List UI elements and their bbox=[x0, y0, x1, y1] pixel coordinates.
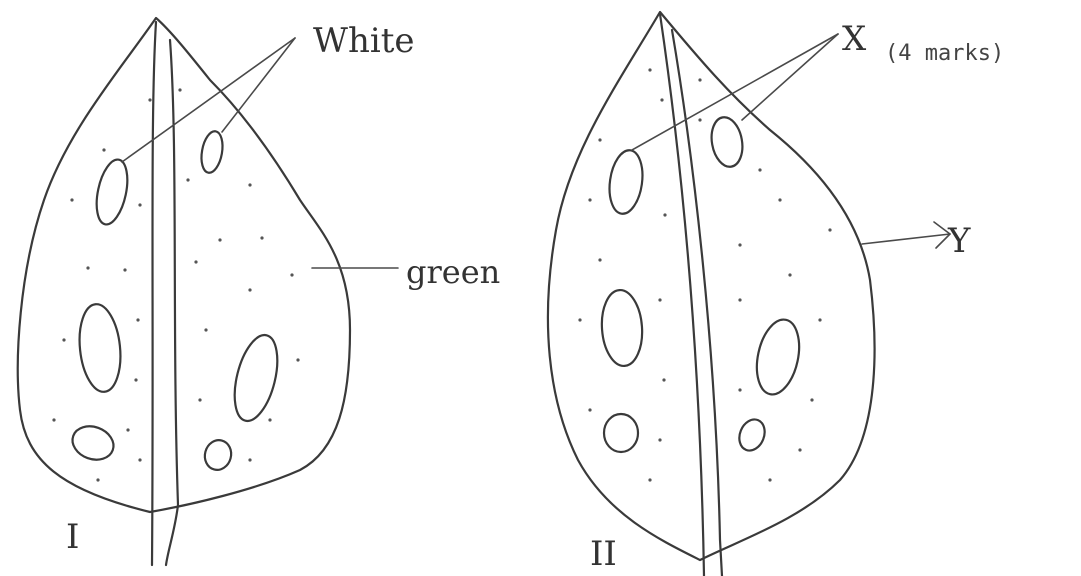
leaf-two-outline bbox=[548, 12, 875, 560]
leaf-two-white-patch bbox=[735, 416, 769, 455]
leaf-two-y-label: Y bbox=[947, 221, 971, 261]
leaf-one-white-patch bbox=[227, 331, 285, 426]
marks-label: (4 marks) bbox=[885, 41, 1004, 66]
leaf-two-midrib-right bbox=[672, 30, 722, 576]
leaf-two-white-patch bbox=[599, 289, 644, 368]
leaf-two-x-label: X bbox=[842, 19, 867, 59]
leaf-one-outline bbox=[18, 18, 350, 512]
leaf-two-x-pointer bbox=[742, 34, 838, 120]
leaf-two-numeral: II bbox=[590, 534, 617, 574]
leaf-one-green-label: green bbox=[406, 253, 500, 291]
leaf-two-white-patch bbox=[751, 316, 806, 399]
leaf-two-y-pointer bbox=[862, 234, 950, 244]
leaf-one-white-pointer bbox=[222, 38, 295, 132]
leaf-two: X Y II bbox=[548, 12, 971, 576]
leaf-one-white-patch bbox=[199, 130, 226, 175]
leaf-one: White green I bbox=[18, 18, 500, 565]
leaf-one-midrib bbox=[152, 22, 156, 565]
leaf-one-white-label: White bbox=[313, 21, 415, 61]
leaf-two-white-patch bbox=[604, 414, 638, 452]
leaf-one-midrib-right bbox=[166, 40, 178, 565]
leaf-two-white-patch bbox=[708, 115, 746, 169]
leaf-one-white-patch bbox=[202, 437, 235, 473]
leaf-two-white-patch bbox=[606, 148, 647, 216]
leaf-one-white-patch bbox=[76, 302, 125, 394]
leaf-one-numeral: I bbox=[66, 517, 79, 557]
leaf-two-x-pointer bbox=[632, 34, 838, 150]
leaf-one-white-pointer bbox=[122, 38, 295, 162]
leaf-one-white-patch bbox=[91, 157, 132, 227]
leaf-one-white-patch bbox=[68, 421, 118, 465]
